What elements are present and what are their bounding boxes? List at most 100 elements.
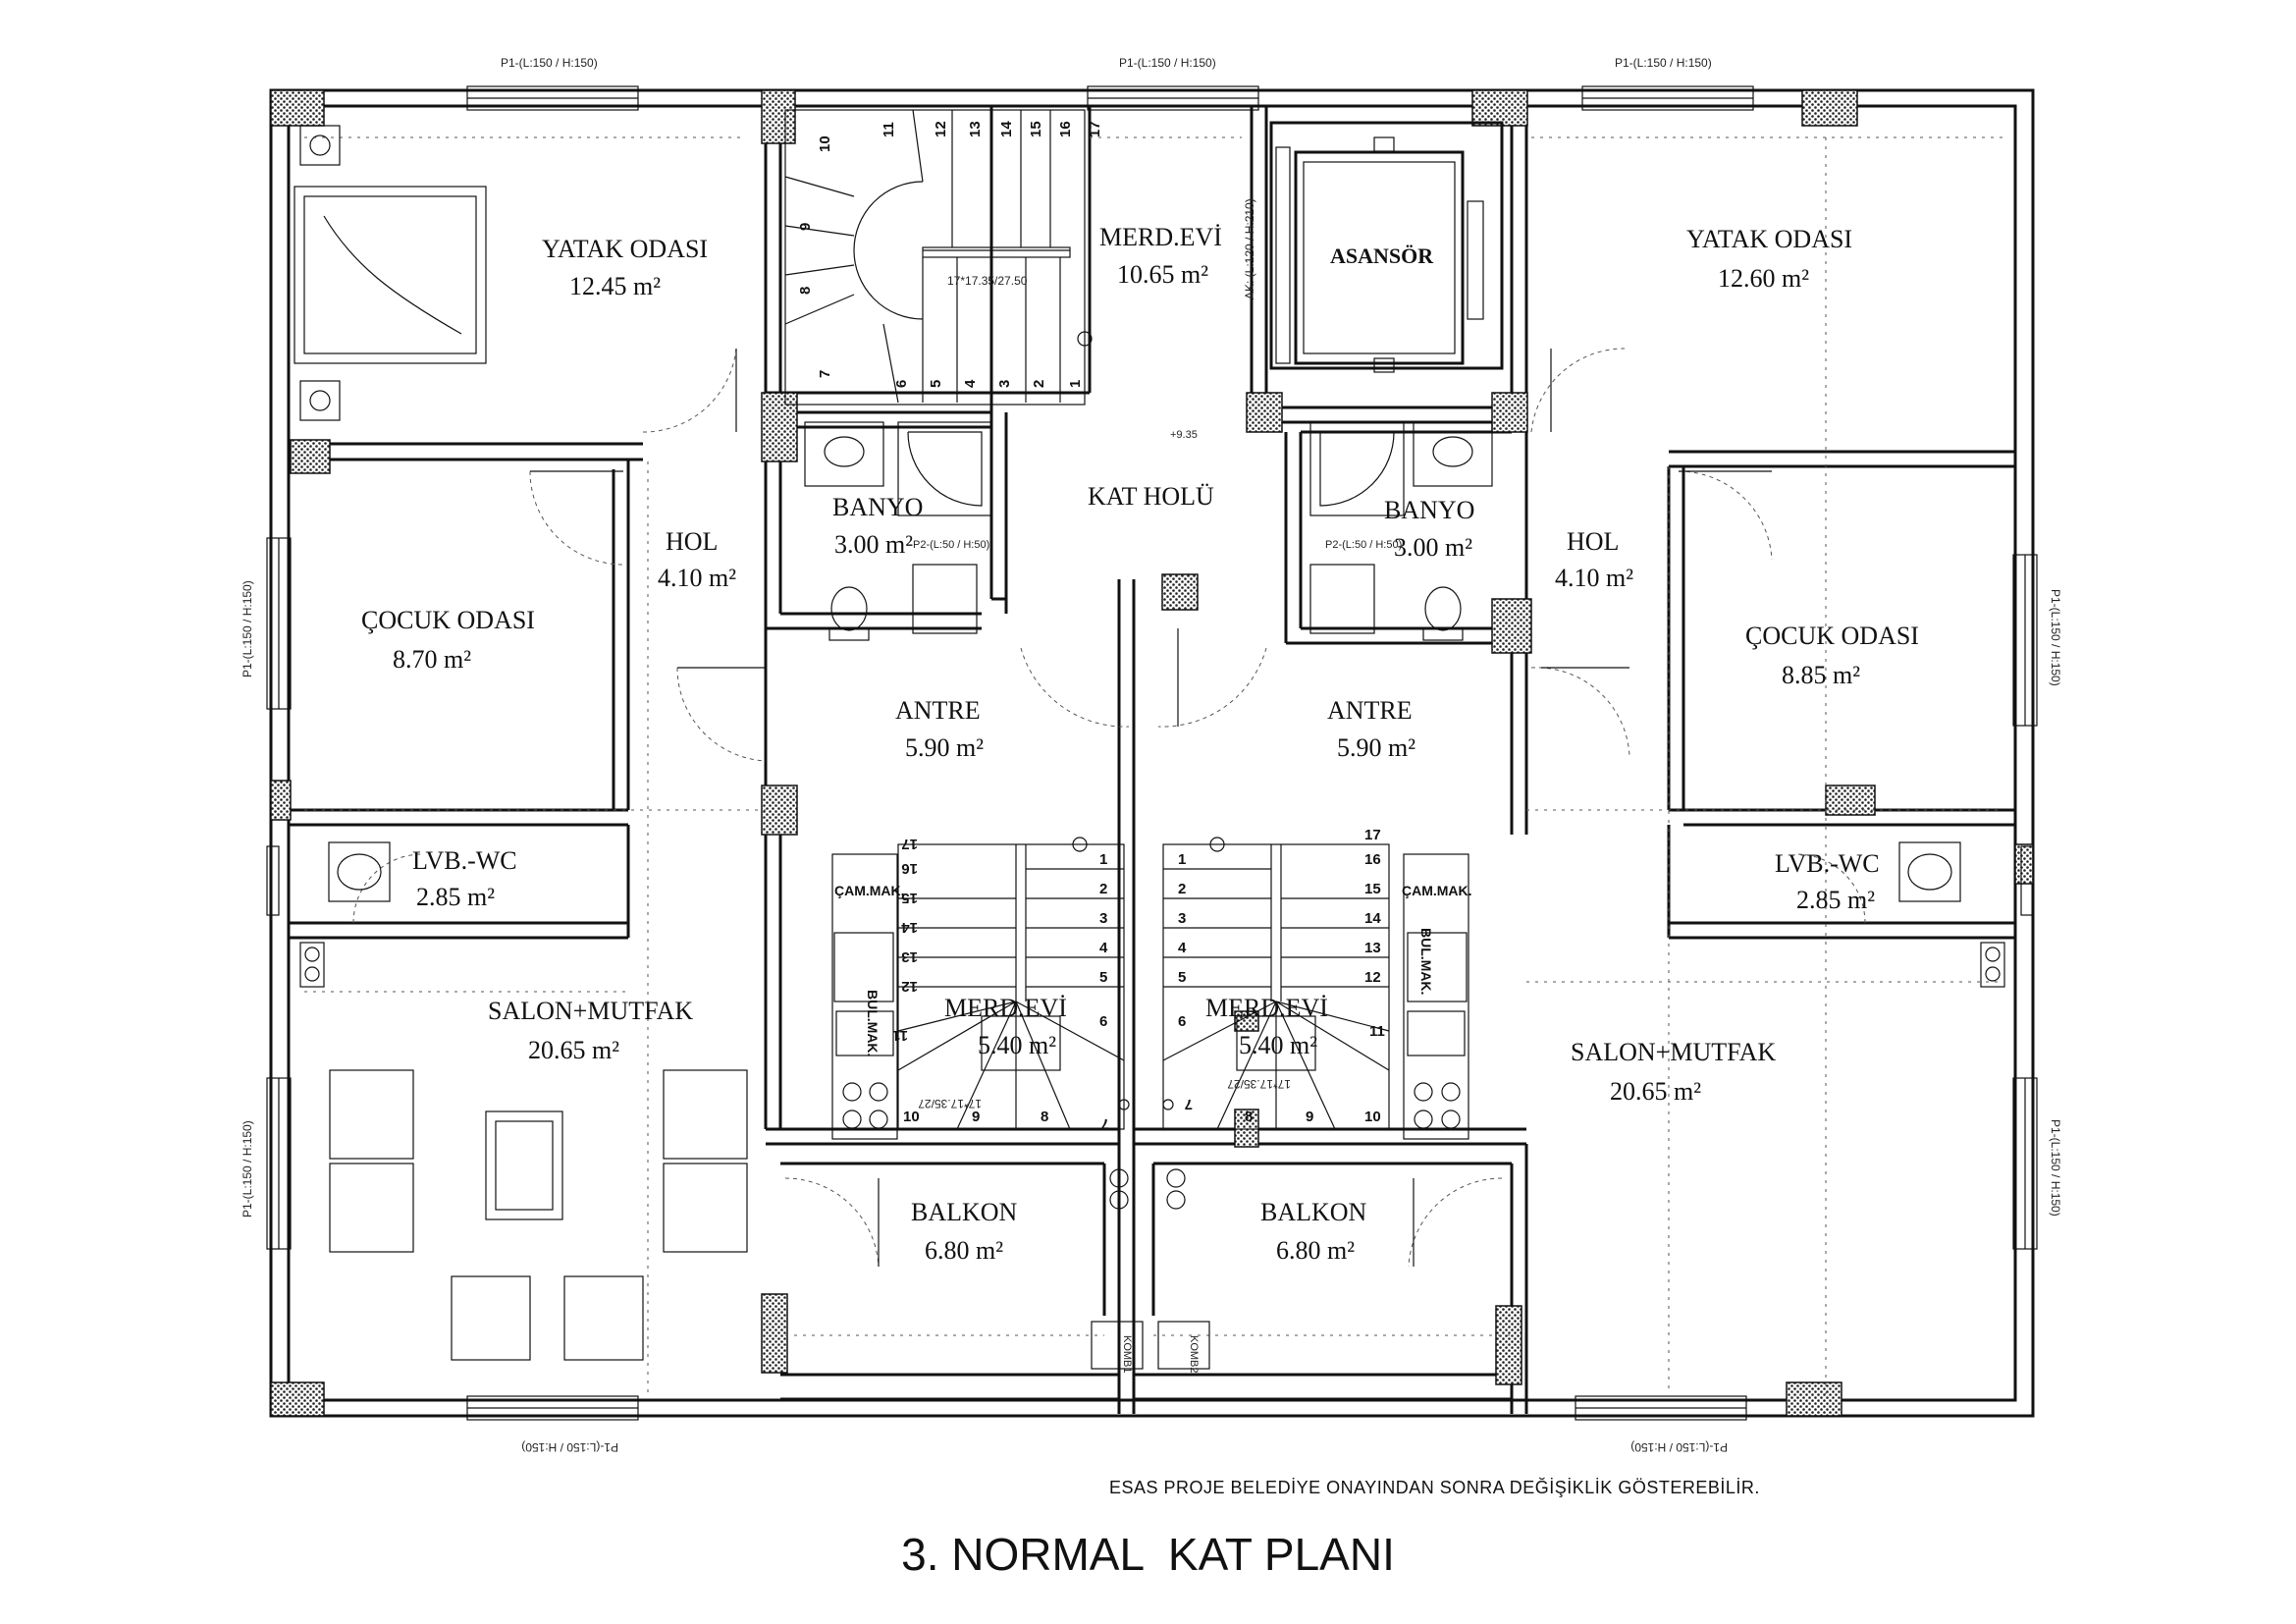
- window-label-top-3: P1-(L:150 / H:150): [1615, 56, 1712, 70]
- room-name-17: SALON+MUTFAK: [1571, 1038, 1776, 1066]
- room-area-1: 12.45 m²: [569, 272, 661, 300]
- right-stair-step-6: 6: [1178, 1013, 1186, 1030]
- window-label-left-1: P1-(L:150 / H:150): [240, 580, 254, 677]
- left-stair-spec: 17*17.35/27: [918, 1097, 982, 1110]
- room-area-13: 5.90 m²: [1337, 733, 1415, 762]
- right-stair-spec: 17*17.35/27: [1227, 1077, 1291, 1091]
- window-label-top-1: P1-(L:150 / H:150): [501, 56, 598, 70]
- top-stair-step-17: 17: [1087, 121, 1103, 137]
- room-name-3: ASANSÖR: [1330, 244, 1434, 268]
- window-label-right-2: P1-(L:150 / H:150): [2049, 1119, 2062, 1217]
- left-stair-step-17: 17: [901, 836, 918, 852]
- plan-title: 3. NORMAL KAT PLANI: [901, 1529, 1395, 1580]
- right-stair-step-13: 13: [1364, 940, 1381, 956]
- left-apartment-stairs: 1 2 3 4 5 6 7 8 9 10 11 12 13 14 15 16 1…: [892, 836, 1130, 1132]
- right-stair-step-12: 12: [1364, 969, 1381, 986]
- top-stair-step-1: 1: [1067, 380, 1084, 388]
- left-stair-step-7: 7: [1101, 1115, 1109, 1132]
- room-labels: YATAK ODASI 12.45 m² MERD.EVİ 10.65 m² A…: [361, 223, 1919, 1265]
- room-name-11: ÇOCUK ODASI: [1745, 622, 1919, 650]
- room-area-14: 2.85 m²: [416, 883, 495, 911]
- room-name-21: BALKON: [1260, 1198, 1367, 1226]
- top-stair-step-8: 8: [797, 287, 814, 295]
- left-dishwasher-label: BUL.MAK.: [865, 990, 881, 1056]
- top-stair-step-5: 5: [928, 380, 944, 388]
- room-area-16: 20.65 m²: [528, 1036, 619, 1064]
- room-area-12: 5.90 m²: [905, 733, 984, 762]
- top-stair-step-12: 12: [933, 121, 949, 137]
- left-stair-step-4: 4: [1099, 940, 1108, 956]
- room-name-4: YATAK ODASI: [1686, 225, 1852, 253]
- left-stair-step-14: 14: [901, 919, 918, 936]
- top-stair-step-14: 14: [998, 121, 1015, 137]
- columns: [270, 89, 2034, 1417]
- top-stair-step-13: 13: [967, 121, 984, 137]
- room-name-15: LVB.-WC: [1775, 849, 1880, 878]
- room-name-6: BANYO: [832, 493, 923, 521]
- room-name-8: BANYO: [1384, 496, 1474, 524]
- top-stair-step-16: 16: [1057, 121, 1074, 137]
- window-label-top-2: P1-(L:150 / H:150): [1119, 56, 1216, 70]
- room-area-6: 3.00 m²: [834, 530, 913, 559]
- top-stair-step-15: 15: [1028, 121, 1044, 137]
- window-label-bottom-2: P1-(L:150 / H:150): [1630, 1440, 1728, 1454]
- boiler-1-label: KOMB1: [1121, 1335, 1133, 1374]
- left-stair-step-12: 12: [901, 978, 918, 995]
- right-stair-step-15: 15: [1364, 881, 1381, 897]
- elevator: AK: (L:120 / H:210): [1243, 121, 1504, 373]
- room-name-9: HOL: [1567, 527, 1619, 556]
- right-dishwasher-label: BUL.MAK.: [1418, 928, 1434, 995]
- room-name-2: MERD.EVİ: [1099, 223, 1222, 251]
- left-stair-step-3: 3: [1099, 910, 1107, 927]
- right-kitchen: ÇAM.MAK. BUL.MAK.: [1402, 853, 1472, 1140]
- room-area-4: 12.60 m²: [1718, 264, 1809, 293]
- top-stair-step-4: 4: [962, 379, 979, 388]
- door-swings: [352, 348, 1866, 1268]
- left-washing-machine-label: ÇAM.MAK.: [834, 883, 905, 898]
- right-stair-step-14: 14: [1364, 910, 1381, 927]
- top-stair-spec: 17*17.35/27.50: [947, 274, 1028, 288]
- left-stair-step-1: 1: [1099, 851, 1107, 868]
- left-stair-step-2: 2: [1099, 881, 1107, 897]
- right-stair-step-9: 9: [1306, 1109, 1313, 1125]
- room-name-20: BALKON: [911, 1198, 1018, 1226]
- room-area-18: 5.40 m²: [978, 1031, 1056, 1059]
- top-stair-step-7: 7: [817, 370, 833, 378]
- right-stair-step-3: 3: [1178, 910, 1186, 927]
- room-area-10: 8.70 m²: [393, 645, 471, 674]
- window-label-right-1: P1-(L:150 / H:150): [2049, 589, 2062, 686]
- bathroom-window-right: P2-(L:50 / H:50): [1325, 539, 1402, 551]
- room-name-12: ANTRE: [895, 696, 981, 725]
- window-label-left-2: P1-(L:150 / H:150): [240, 1120, 254, 1218]
- boilers: KOMB1 KOMB2: [1091, 1168, 1210, 1374]
- left-stair-step-9: 9: [972, 1109, 980, 1125]
- elevator-door-label: AK: (L:120 / H:210): [1243, 198, 1256, 299]
- wc-fixtures: [299, 841, 2005, 988]
- room-area-9: 4.10 m²: [1555, 564, 1633, 592]
- right-stair-step-8: 8: [1245, 1109, 1253, 1125]
- beam-lines: [304, 136, 2002, 1394]
- room-area-11: 8.85 m²: [1782, 661, 1860, 689]
- room-name-19: MERD.EVİ: [1205, 994, 1328, 1022]
- room-area-8: 3.00 m²: [1394, 533, 1472, 562]
- right-stair-step-17: 17: [1364, 827, 1381, 843]
- level-mark: +9.35: [1170, 429, 1198, 441]
- room-area-5: 4.10 m²: [658, 564, 736, 592]
- right-stair-step-11: 11: [1369, 1023, 1385, 1040]
- bathroom-window-left: P2-(L:50 / H:50): [913, 539, 989, 551]
- top-stair-step-9: 9: [797, 223, 814, 231]
- left-stair-step-13: 13: [901, 948, 918, 965]
- left-stair-step-8: 8: [1041, 1109, 1048, 1125]
- room-name-14: LVB.-WC: [412, 846, 517, 875]
- left-stair-step-16: 16: [901, 860, 918, 877]
- top-stair-step-2: 2: [1031, 380, 1047, 388]
- right-stair-step-4: 4: [1178, 940, 1187, 956]
- room-name-16: SALON+MUTFAK: [488, 997, 693, 1025]
- left-stair-step-15: 15: [901, 890, 918, 906]
- bed: [294, 125, 487, 421]
- disclaimer-note: ESAS PROJE BELEDİYE ONAYINDAN SONRA DEĞİ…: [1109, 1478, 1760, 1497]
- right-stair-step-2: 2: [1178, 881, 1186, 897]
- room-area-19: 5.40 m²: [1239, 1031, 1317, 1059]
- right-washing-machine-label: ÇAM.MAK.: [1402, 883, 1472, 898]
